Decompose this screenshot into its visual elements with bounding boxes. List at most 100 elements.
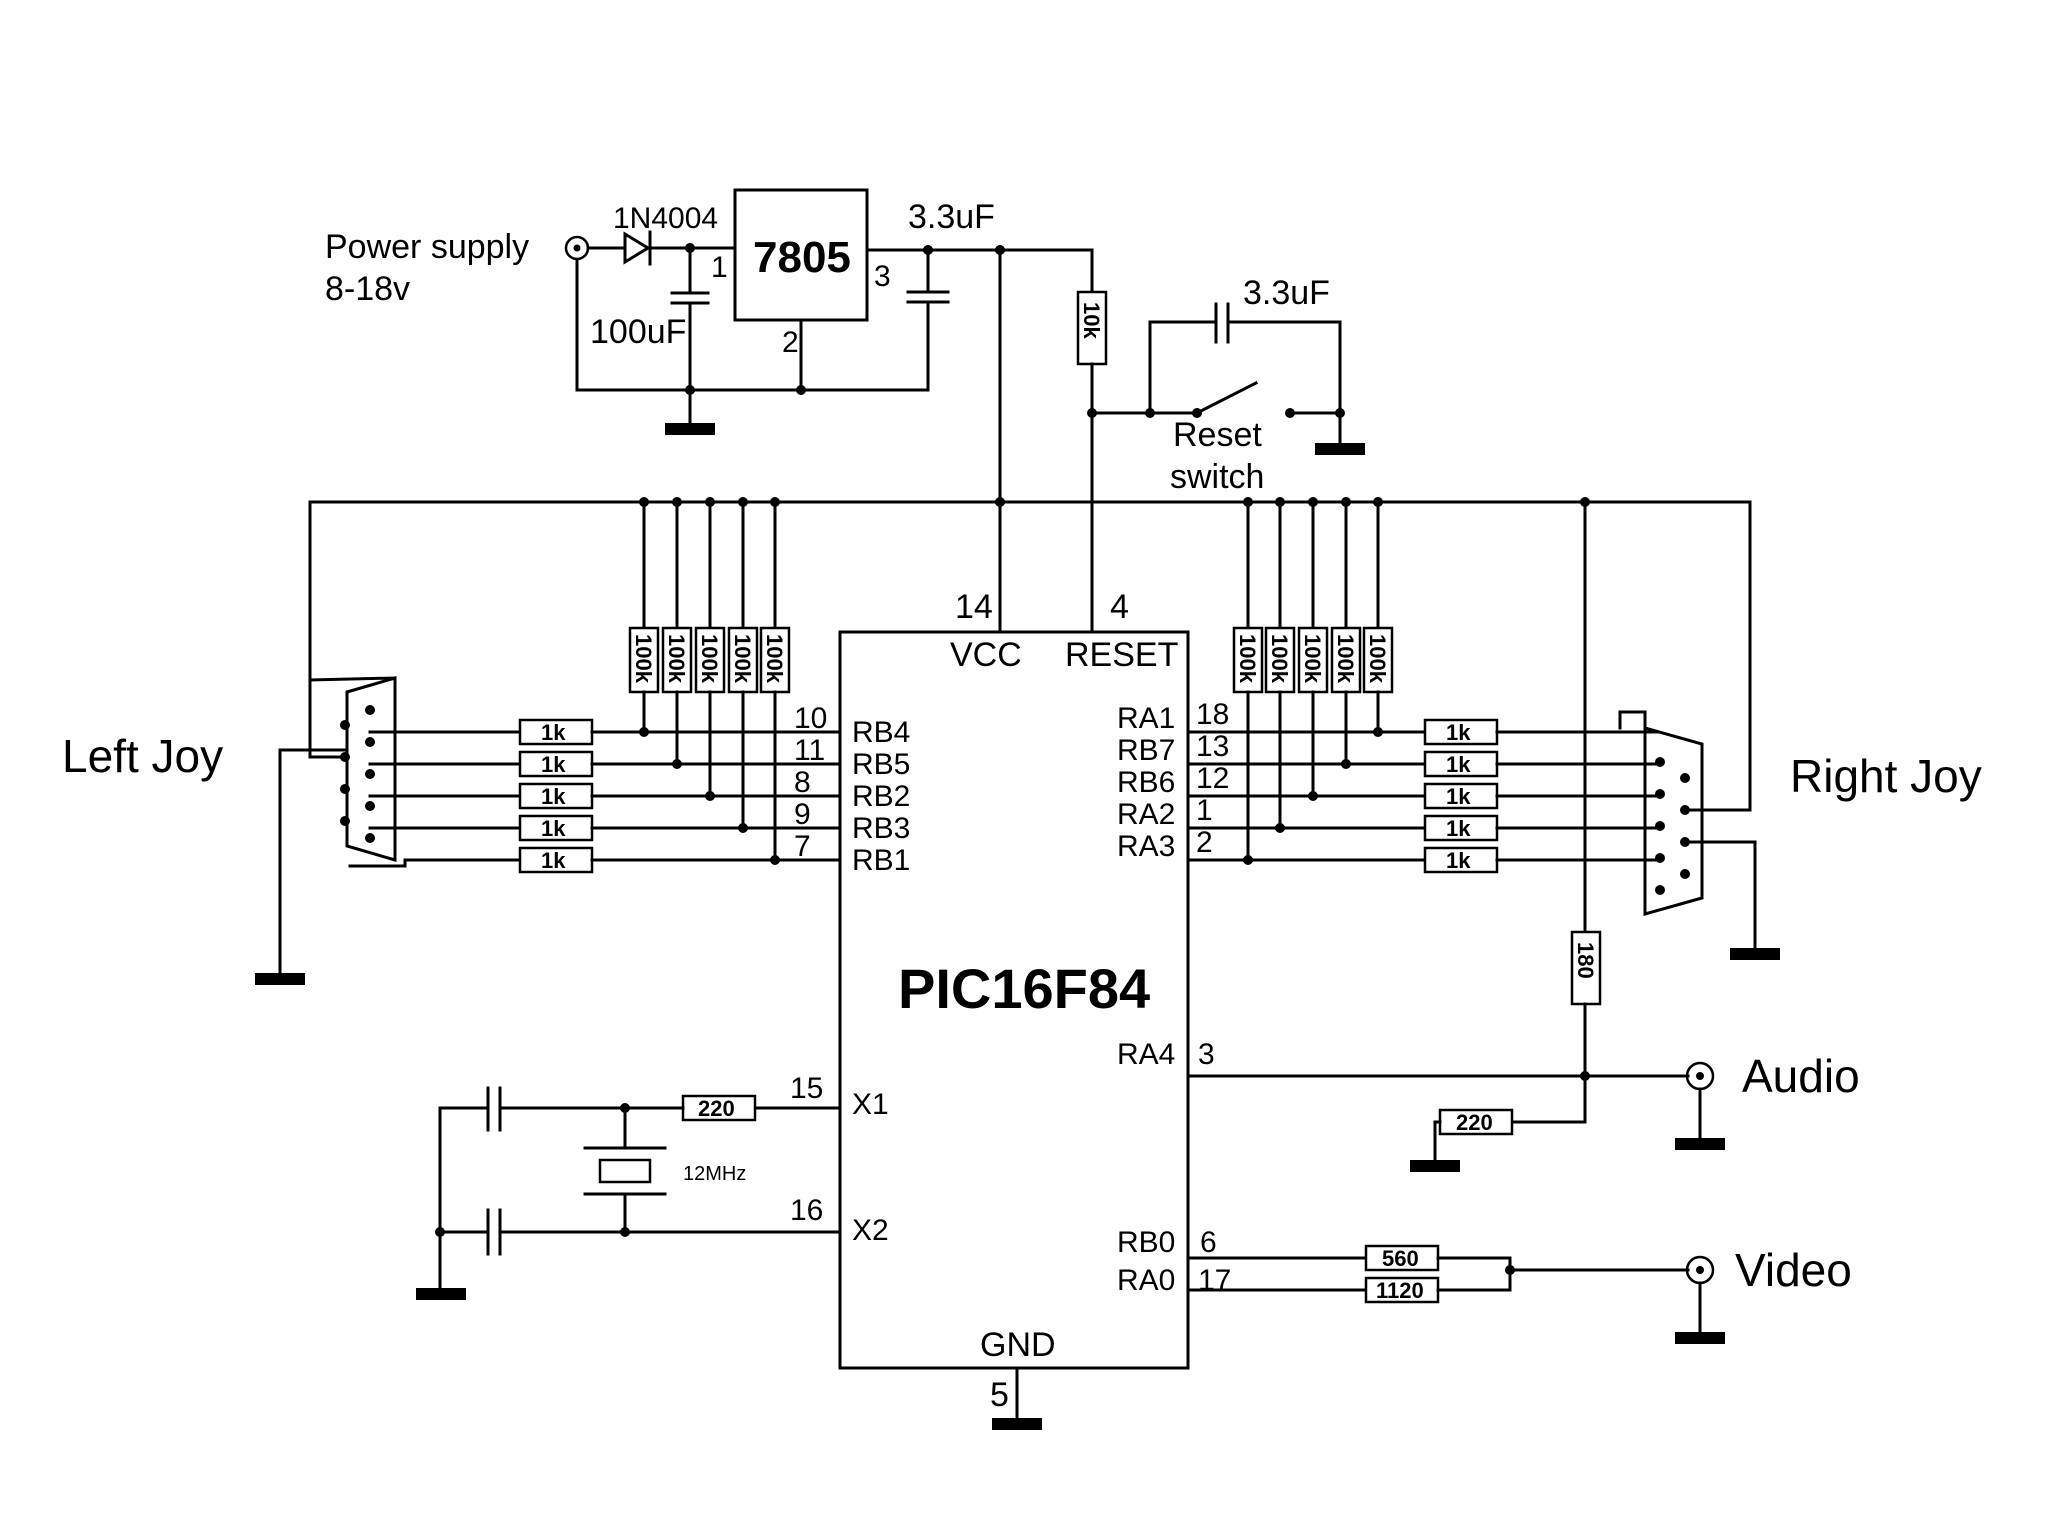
reset-switch-label-2: switch bbox=[1170, 458, 1264, 496]
resistor-label: 1k bbox=[1446, 720, 1471, 745]
pin-6: 6 bbox=[1200, 1226, 1217, 1259]
ground-symbol bbox=[1730, 948, 1780, 960]
resistor-label: 100k bbox=[1333, 634, 1358, 684]
resistor-label: 1k bbox=[541, 720, 566, 745]
diode-label: 1N4004 bbox=[613, 202, 718, 235]
resistor-100k bbox=[661, 626, 693, 694]
resistor-1k bbox=[1423, 718, 1499, 746]
ground-symbol bbox=[1675, 1138, 1725, 1150]
resistor-label: 1k bbox=[1446, 752, 1471, 777]
crystal-12mhz bbox=[598, 1158, 652, 1184]
resistor-label: 100k bbox=[1300, 634, 1325, 684]
resistor-label: 100k bbox=[1267, 634, 1292, 684]
pin-1: 1 bbox=[1196, 794, 1213, 827]
left-joystick-section: Left Joy 1k 1k 1k 1k 1k bbox=[62, 497, 842, 985]
resistor-label: 100k bbox=[664, 634, 689, 684]
reset-cap-label: 3.3uF bbox=[1243, 274, 1330, 312]
resistor-1k bbox=[518, 814, 594, 842]
resistor-label: 100k bbox=[1235, 634, 1260, 684]
power-supply-label: Power supply bbox=[325, 228, 529, 266]
resistor-label: 1k bbox=[1446, 848, 1471, 873]
pin-ra4: RA4 bbox=[1117, 1038, 1175, 1071]
pin-x2: X2 bbox=[852, 1214, 889, 1247]
resistor-100k bbox=[628, 626, 660, 694]
pullup-label: 10k bbox=[1079, 302, 1104, 339]
reg-pin-gnd: 2 bbox=[782, 326, 799, 359]
ground-symbol bbox=[1315, 443, 1365, 455]
resistor-560 bbox=[1364, 1244, 1440, 1272]
pin-10: 10 bbox=[794, 702, 827, 735]
video-res-b-label: 1120 bbox=[1376, 1278, 1424, 1303]
gnd-pin: 5 bbox=[990, 1376, 1009, 1414]
chip-name: PIC16F84 bbox=[898, 957, 1150, 1020]
pin-ra3: RA3 bbox=[1117, 830, 1175, 863]
pic16f84-chip: PIC16F84 VCC 14 RESET 4 GND 5 10 RB4 11 … bbox=[790, 588, 1231, 1430]
right-joy-label: Right Joy bbox=[1790, 750, 1982, 802]
resistor-1k bbox=[1423, 846, 1499, 874]
pin-7: 7 bbox=[794, 830, 811, 863]
vcc-pin: 14 bbox=[955, 588, 993, 626]
resistor-1k bbox=[518, 846, 594, 874]
pin-rb5: RB5 bbox=[852, 748, 910, 781]
audio-shunt-label: 220 bbox=[1456, 1110, 1493, 1135]
video-label: Video bbox=[1735, 1244, 1852, 1296]
audio-series-label: 180 bbox=[1573, 942, 1598, 979]
resistor-label: 100k bbox=[697, 634, 722, 684]
reset-section: 10k 3.3uF Reset switch bbox=[1076, 248, 1365, 632]
right-joystick-section: Right Joy 100k 100k 100k 100k 100k bbox=[1186, 497, 1982, 960]
resistor-label: 100k bbox=[631, 634, 656, 684]
resistor-label: 1k bbox=[1446, 816, 1471, 841]
resistor-label: 1k bbox=[541, 784, 566, 809]
resistor-1k bbox=[518, 782, 594, 810]
pin-9: 9 bbox=[794, 798, 811, 831]
left-joy-label: Left Joy bbox=[62, 730, 223, 782]
input-cap-label: 100uF bbox=[590, 313, 686, 351]
reset-label: RESET bbox=[1065, 636, 1178, 674]
pin-ra2: RA2 bbox=[1117, 798, 1175, 831]
resistor-100k bbox=[1362, 626, 1394, 694]
resistor-100k bbox=[1232, 626, 1264, 694]
pin-16: 16 bbox=[790, 1194, 823, 1227]
resistor-100k bbox=[759, 626, 791, 694]
pin-13: 13 bbox=[1196, 730, 1229, 763]
pin-8: 8 bbox=[794, 766, 811, 799]
resistor-label: 1k bbox=[1446, 784, 1471, 809]
osc-res-label: 220 bbox=[698, 1096, 735, 1121]
video-section: 560 1120 Video bbox=[1186, 1244, 1852, 1344]
pin-15: 15 bbox=[790, 1072, 823, 1105]
ground-symbol bbox=[1410, 1160, 1460, 1172]
pin-17: 17 bbox=[1198, 1264, 1231, 1297]
resistor-1120 bbox=[1364, 1276, 1440, 1304]
pin-11: 11 bbox=[794, 734, 825, 767]
resistor-label: 100k bbox=[730, 634, 755, 684]
power-section: Power supply 8-18v 1N4004 100uF 1 7805 2… bbox=[325, 188, 1094, 435]
reg-pin-in: 1 bbox=[711, 251, 728, 284]
right-db9-connector bbox=[1643, 726, 1704, 916]
ground-symbol bbox=[992, 1418, 1042, 1430]
pin-12: 12 bbox=[1196, 762, 1229, 795]
resistor-220 bbox=[1438, 1108, 1514, 1136]
pin-18: 18 bbox=[1196, 698, 1229, 731]
ground-symbol bbox=[1675, 1332, 1725, 1344]
vcc-rail bbox=[310, 248, 1752, 632]
reset-pin: 4 bbox=[1110, 588, 1129, 626]
left-db9-connector bbox=[345, 676, 397, 862]
reg-pin-out: 3 bbox=[874, 260, 891, 293]
pin-rb1: RB1 bbox=[852, 844, 910, 877]
resistor-label: 100k bbox=[762, 634, 787, 684]
output-cap-label: 3.3uF bbox=[908, 198, 995, 236]
pin-x1: X1 bbox=[852, 1088, 889, 1121]
pin-rb2: RB2 bbox=[852, 780, 910, 813]
oscillator-section: 220 12MHz bbox=[416, 1086, 842, 1300]
ground-symbol bbox=[255, 973, 305, 985]
audio-label: Audio bbox=[1742, 1050, 1860, 1102]
resistor-label: 1k bbox=[541, 816, 566, 841]
pin-rb7: RB7 bbox=[1117, 734, 1175, 767]
pin-rb0: RB0 bbox=[1117, 1226, 1175, 1259]
power-supply-voltage: 8-18v bbox=[325, 270, 410, 308]
resistor-180 bbox=[1570, 930, 1602, 1006]
resistor-1k bbox=[518, 750, 594, 778]
video-res-a-label: 560 bbox=[1382, 1246, 1419, 1271]
ground-symbol bbox=[416, 1288, 466, 1300]
